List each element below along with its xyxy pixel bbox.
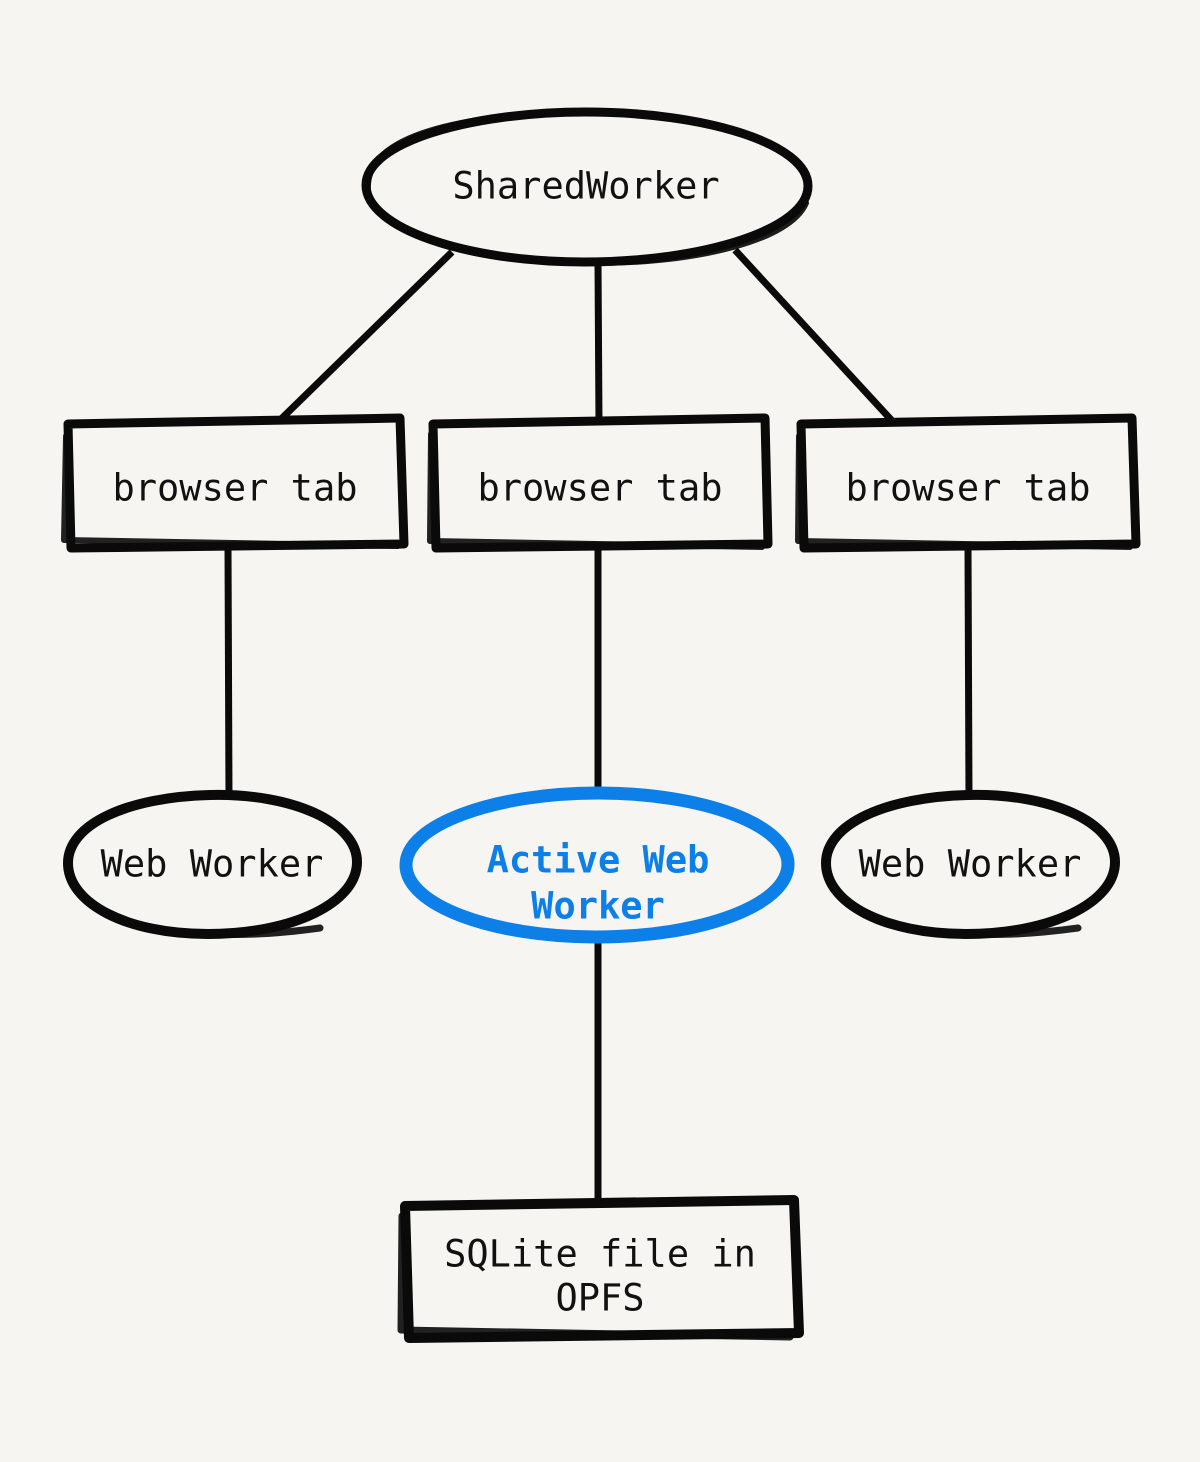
sqlite-file-label-line2: OPFS (555, 1277, 644, 1320)
shared-worker-label: SharedWorker (452, 165, 719, 208)
browser-tab-center-label: browser tab (477, 467, 722, 510)
shared-worker-ellipse-fill (364, 112, 808, 260)
shared-worker-ellipse-outline-second-pass (364, 114, 809, 266)
node-web-worker-right[interactable]: Web Worker (821, 789, 1120, 939)
web-worker-left-label: Web Worker (101, 843, 324, 886)
edge-sharedworker-to-browser-tab-right (732, 247, 898, 427)
sqlite-file-outline-second-pass (397, 1212, 794, 1341)
browser-tab-right-label: browser tab (845, 467, 1090, 510)
active-web-worker-label-line2: Worker (531, 885, 665, 928)
browser-tab-right-fill (802, 421, 1134, 547)
node-web-worker-left[interactable]: Web Worker (63, 789, 362, 939)
browser-tab-center-outline (428, 413, 773, 553)
web-worker-right-ellipse-outline-second-pass (940, 924, 1082, 939)
edge-browser-tab-left-to-web-worker-left (224, 547, 233, 801)
browser-tab-left-outline (63, 413, 409, 553)
active-web-worker-label-line1: Active Web (487, 839, 710, 882)
browser-tab-left-fill (66, 421, 404, 547)
node-browser-tab-left[interactable]: browser tab (61, 413, 409, 553)
sqlite-file-label-line1: SQLite file in (444, 1233, 756, 1276)
edge-sharedworker-to-browser-tab-left (273, 249, 455, 427)
browser-tab-center-fill (434, 421, 766, 547)
node-active-web-worker[interactable]: Active Web Worker (399, 786, 795, 944)
web-worker-left-ellipse-fill (67, 794, 357, 934)
sqlite-file-fill (404, 1203, 796, 1335)
browser-tab-left-label: browser tab (112, 467, 357, 510)
browser-tab-left-outline-second-pass (61, 433, 401, 549)
edge-browser-tab-right-to-web-worker-right (964, 547, 973, 801)
node-browser-tab-center[interactable]: browser tab (427, 413, 773, 553)
edge-group (224, 247, 973, 1204)
node-shared-worker[interactable]: SharedWorker (361, 107, 813, 267)
web-worker-left-ellipse-outline-second-pass (182, 924, 324, 939)
node-sqlite-file[interactable]: SQLite file in OPFS (397, 1195, 804, 1343)
sqlite-file-outline (400, 1195, 804, 1343)
web-worker-right-label: Web Worker (859, 843, 1082, 886)
active-web-worker-ellipse-outline (399, 786, 795, 944)
browser-tab-right-outline (796, 413, 1141, 553)
edge-sharedworker-to-browser-tab-center (594, 261, 603, 425)
node-browser-tab-right[interactable]: browser tab (795, 413, 1141, 553)
web-worker-right-ellipse-fill (825, 794, 1115, 934)
browser-tab-center-outline-second-pass (427, 431, 765, 550)
browser-tab-right-outline-second-pass (795, 433, 1133, 550)
active-web-worker-ellipse-fill (408, 793, 788, 937)
